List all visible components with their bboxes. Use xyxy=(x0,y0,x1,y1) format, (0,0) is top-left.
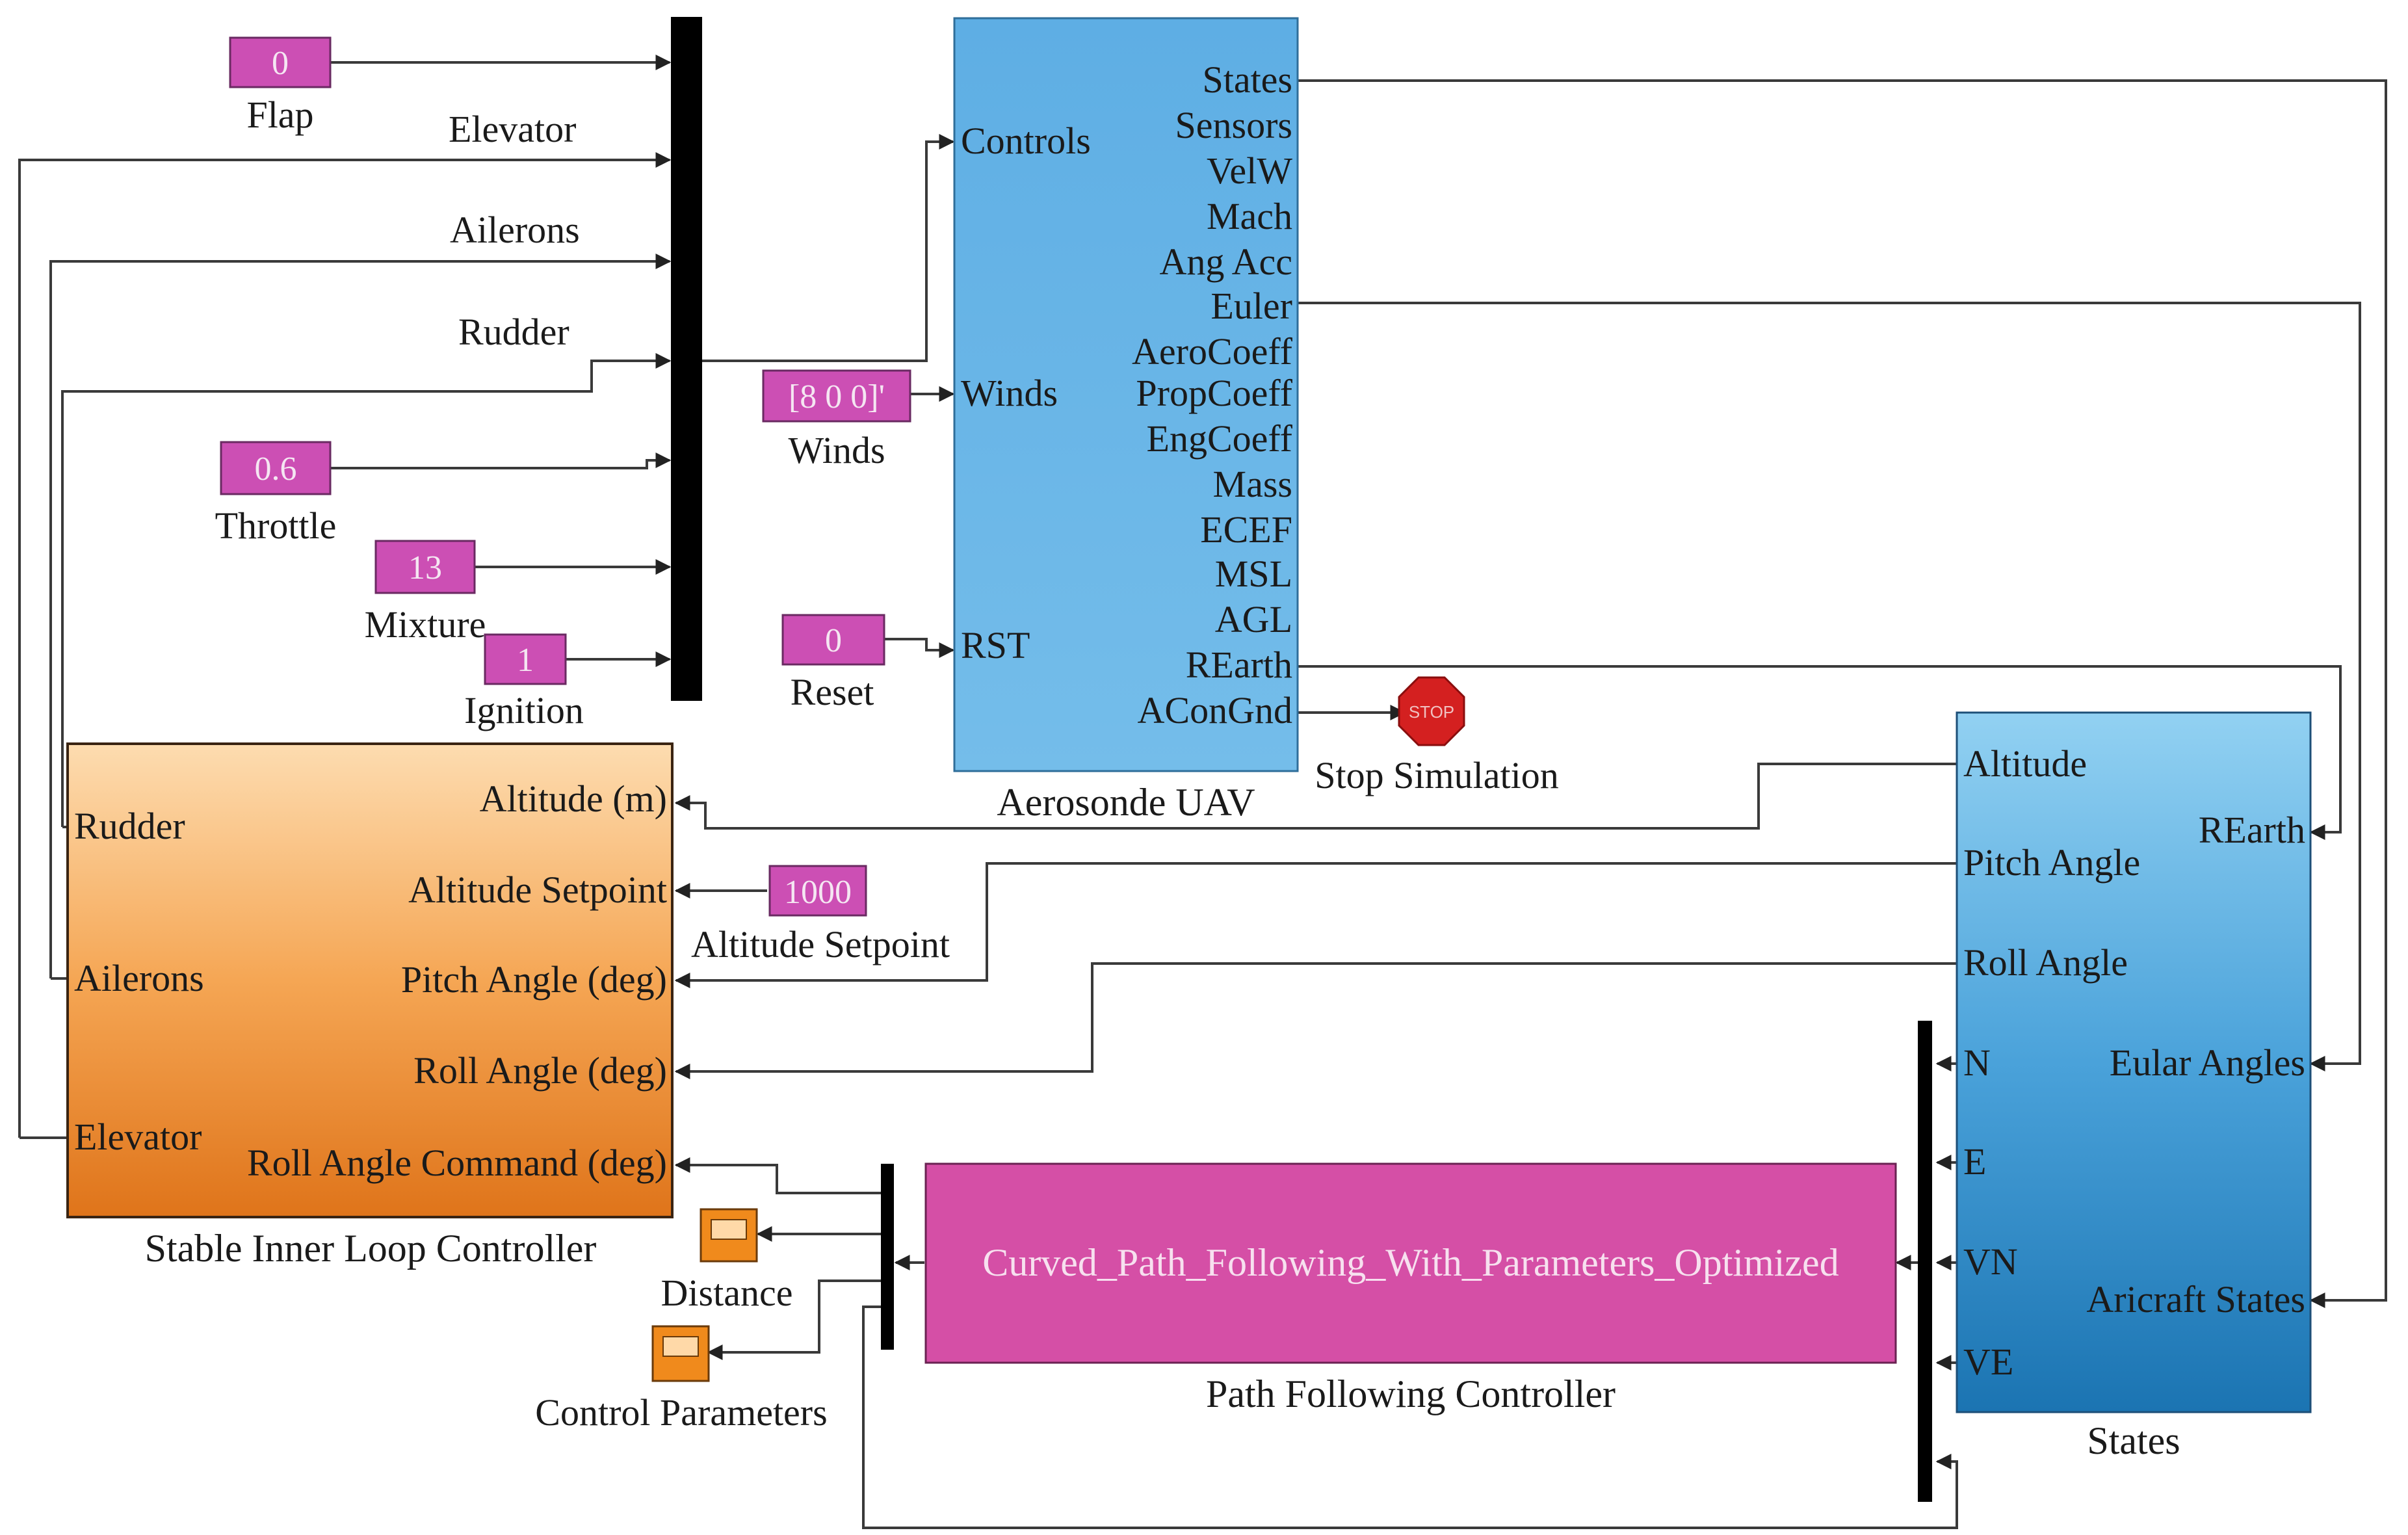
elevator-signal-label: Elevator xyxy=(449,108,576,150)
wire-altitude-fb xyxy=(674,763,1957,830)
signal-wires xyxy=(18,55,2387,1529)
wire-rearth-out xyxy=(1298,665,2342,840)
flap-label: Flap xyxy=(246,94,313,136)
mixture-label: Mixture xyxy=(365,603,486,646)
mixture-constant[interactable]: 13 Mixture xyxy=(365,540,486,646)
aerosonde-output-ang-acc: Ang Acc xyxy=(1159,241,1292,283)
inner-output-ailerons: Ailerons xyxy=(74,957,204,999)
control-parameters-label: Control Parameters xyxy=(535,1391,827,1434)
aerosonde-input-controls: Controls xyxy=(961,120,1091,162)
wire-throttle xyxy=(330,453,672,469)
winds-value: [8 0 0]' xyxy=(789,378,885,415)
aerosonde-output-states: States xyxy=(1202,59,1292,101)
wire-roll-fb xyxy=(674,962,1957,1079)
aerosonde-output-engcoeff: EngCoeff xyxy=(1147,417,1293,460)
distance-label: Distance xyxy=(661,1272,793,1314)
reset-constant[interactable]: 0 Reset xyxy=(781,614,885,713)
states-output-e: E xyxy=(1963,1140,1986,1183)
ignition-value: 1 xyxy=(517,642,534,679)
aerosonde-uav-block[interactable]: Controls Winds RST States Sensors VelW M… xyxy=(953,17,1299,824)
wire-ailerons xyxy=(49,254,672,978)
mixture-value: 13 xyxy=(408,549,442,586)
wire-pitch-fb xyxy=(674,862,1957,988)
aerosonde-output-agl: AGL xyxy=(1215,598,1292,640)
states-input-euler: Eular Angles xyxy=(2110,1042,2305,1084)
winds-constant[interactable]: [8 0 0]' Winds xyxy=(762,369,911,471)
inner-loop-title: Stable Inner Loop Controller xyxy=(145,1227,597,1270)
stop-sign-icon xyxy=(1398,676,1465,746)
flap-constant[interactable]: 0 Flap xyxy=(229,36,332,136)
stop-simulation-title: Stop Simulation xyxy=(1315,754,1558,796)
inner-output-rudder: Rudder xyxy=(74,805,185,847)
wire-elevator xyxy=(18,152,672,1138)
wire-roll-cmd xyxy=(674,1157,884,1194)
wire-euler-out xyxy=(1298,302,2361,1071)
throttle-value: 0.6 xyxy=(255,451,297,488)
inner-loop-controller-block[interactable]: Rudder Ailerons Elevator Altitude (m) Al… xyxy=(66,742,674,1270)
wire-feedback xyxy=(862,1305,1958,1529)
aerosonde-output-ecef: ECEF xyxy=(1200,508,1292,551)
altitude-setpoint-label: Altitude Setpoint xyxy=(691,923,950,965)
aerosonde-output-sensors: Sensors xyxy=(1175,104,1292,146)
states-input-rearth: REarth xyxy=(2199,809,2305,851)
aerosonde-output-rearth: REarth xyxy=(1186,644,1292,686)
states-mux[interactable] xyxy=(1918,1021,1932,1502)
aerosonde-title: Aerosonde UAV xyxy=(997,781,1255,824)
path-controller-text: Curved_Path_Following_With_Parameters_Op… xyxy=(982,1241,1839,1284)
wire-rudder xyxy=(61,353,672,827)
states-output-vn: VN xyxy=(1963,1240,2018,1283)
states-block[interactable]: Altitude Pitch Angle Roll Angle N E VN V… xyxy=(1956,711,2312,1462)
flap-value: 0 xyxy=(272,45,289,82)
wire-states-out xyxy=(1298,79,2387,1308)
wire-reset xyxy=(884,638,955,658)
states-output-altitude: Altitude xyxy=(1963,742,2087,785)
states-output-n: N xyxy=(1963,1042,1991,1084)
path-demux[interactable] xyxy=(881,1164,894,1350)
control-parameters-scope[interactable]: Control Parameters xyxy=(535,1325,828,1434)
inner-input-pitch-angle: Pitch Angle (deg) xyxy=(401,958,667,1001)
throttle-constant[interactable]: 0.6 Throttle xyxy=(215,441,337,547)
wire-controls xyxy=(702,134,955,362)
reset-value: 0 xyxy=(825,622,842,659)
inner-output-elevator: Elevator xyxy=(74,1116,202,1158)
path-controller-title: Path Following Controller xyxy=(1206,1372,1616,1415)
altitude-setpoint-constant[interactable]: 1000 Altitude Setpoint xyxy=(691,865,950,965)
aerosonde-output-euler: Euler xyxy=(1211,285,1292,327)
wire-ctrl-params xyxy=(707,1279,884,1360)
aerosonde-output-propcoeff: PropCoeff xyxy=(1136,372,1292,414)
aerosonde-input-winds: Winds xyxy=(961,372,1058,414)
inner-input-altitude: Altitude (m) xyxy=(480,778,667,820)
inner-input-roll-angle: Roll Angle (deg) xyxy=(413,1049,667,1092)
aerosonde-output-msl: MSL xyxy=(1215,553,1292,595)
states-title: States xyxy=(2087,1419,2180,1462)
inner-input-altitude-setpoint: Altitude Setpoint xyxy=(408,869,667,911)
states-input-aircraft: Aricraft States xyxy=(2086,1278,2305,1320)
stop-simulation-block[interactable]: STOP Stop Simulation xyxy=(1315,676,1559,796)
stop-icon-text: STOP xyxy=(1409,702,1454,722)
distance-scope[interactable]: Distance xyxy=(661,1208,793,1314)
reset-label: Reset xyxy=(791,671,874,713)
throttle-label: Throttle xyxy=(215,505,337,547)
scope-screen-icon xyxy=(662,1336,699,1357)
winds-label: Winds xyxy=(788,429,885,471)
ailerons-signal-label: Ailerons xyxy=(450,209,580,251)
ignition-label: Ignition xyxy=(464,689,584,731)
aerosonde-output-mach: Mach xyxy=(1207,195,1292,237)
inner-input-roll-command: Roll Angle Command (deg) xyxy=(247,1142,667,1184)
aerosonde-input-rst: RST xyxy=(961,624,1030,666)
aerosonde-output-velw: VelW xyxy=(1207,150,1292,192)
altitude-setpoint-value: 1000 xyxy=(784,874,852,911)
aerosonde-output-aerocoeff: AeroCoeff xyxy=(1132,330,1293,373)
states-output-ve: VE xyxy=(1963,1341,2013,1383)
states-output-pitch: Pitch Angle xyxy=(1963,841,2140,884)
aerosonde-output-acongnd: AConGnd xyxy=(1138,689,1292,731)
path-following-controller-block[interactable]: Curved_Path_Following_With_Parameters_Op… xyxy=(924,1162,1897,1415)
scope-screen-icon xyxy=(711,1219,747,1240)
controls-mux[interactable] xyxy=(671,17,702,701)
states-output-roll: Roll Angle xyxy=(1963,941,2128,984)
rudder-signal-label: Rudder xyxy=(458,311,569,353)
ignition-constant[interactable]: 1 Ignition xyxy=(464,633,584,731)
aerosonde-output-mass: Mass xyxy=(1213,463,1292,505)
